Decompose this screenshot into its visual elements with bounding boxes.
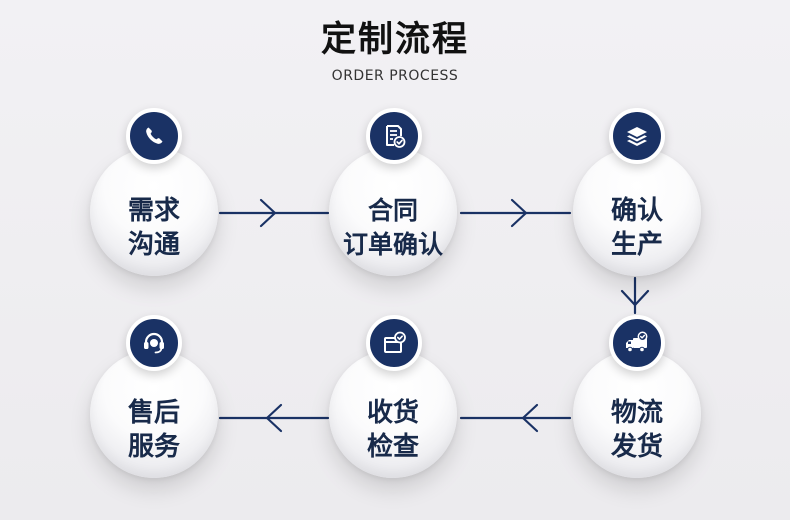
arrowhead-right — [510, 198, 528, 228]
package-check-icon — [366, 315, 422, 371]
layers-icon — [609, 108, 665, 164]
arrowhead-down — [620, 289, 650, 307]
step-label: 售后 服务 — [127, 398, 180, 462]
page-subtitle: ORDER PROCESS — [331, 68, 459, 84]
page-title: 定制流程 — [320, 20, 469, 60]
arrowhead-left — [265, 403, 283, 433]
arrowhead-left — [521, 403, 539, 433]
step-requirement-communication: 需求 沟通 — [90, 148, 218, 276]
step-after-sales-service: 售后 服务 — [90, 350, 218, 478]
phone-icon — [126, 108, 182, 164]
step-confirm-production: 确认 生产 — [573, 148, 701, 276]
step-label: 合同 订单确认 — [342, 196, 443, 259]
headset-icon — [126, 315, 182, 371]
delivery-truck-icon — [609, 315, 665, 371]
step-label: 需求 沟通 — [127, 196, 180, 260]
step-contract-order-confirm: 合同 订单确认 — [329, 148, 457, 276]
arrowhead-right — [259, 198, 277, 228]
step-label: 物流 发货 — [610, 398, 663, 462]
contract-check-icon — [366, 108, 422, 164]
step-receipt-inspection: 收货 检查 — [329, 350, 457, 478]
step-label: 确认 生产 — [610, 196, 663, 260]
step-label: 收货 检查 — [366, 398, 419, 462]
step-logistics-shipping: 物流 发货 — [573, 350, 701, 478]
